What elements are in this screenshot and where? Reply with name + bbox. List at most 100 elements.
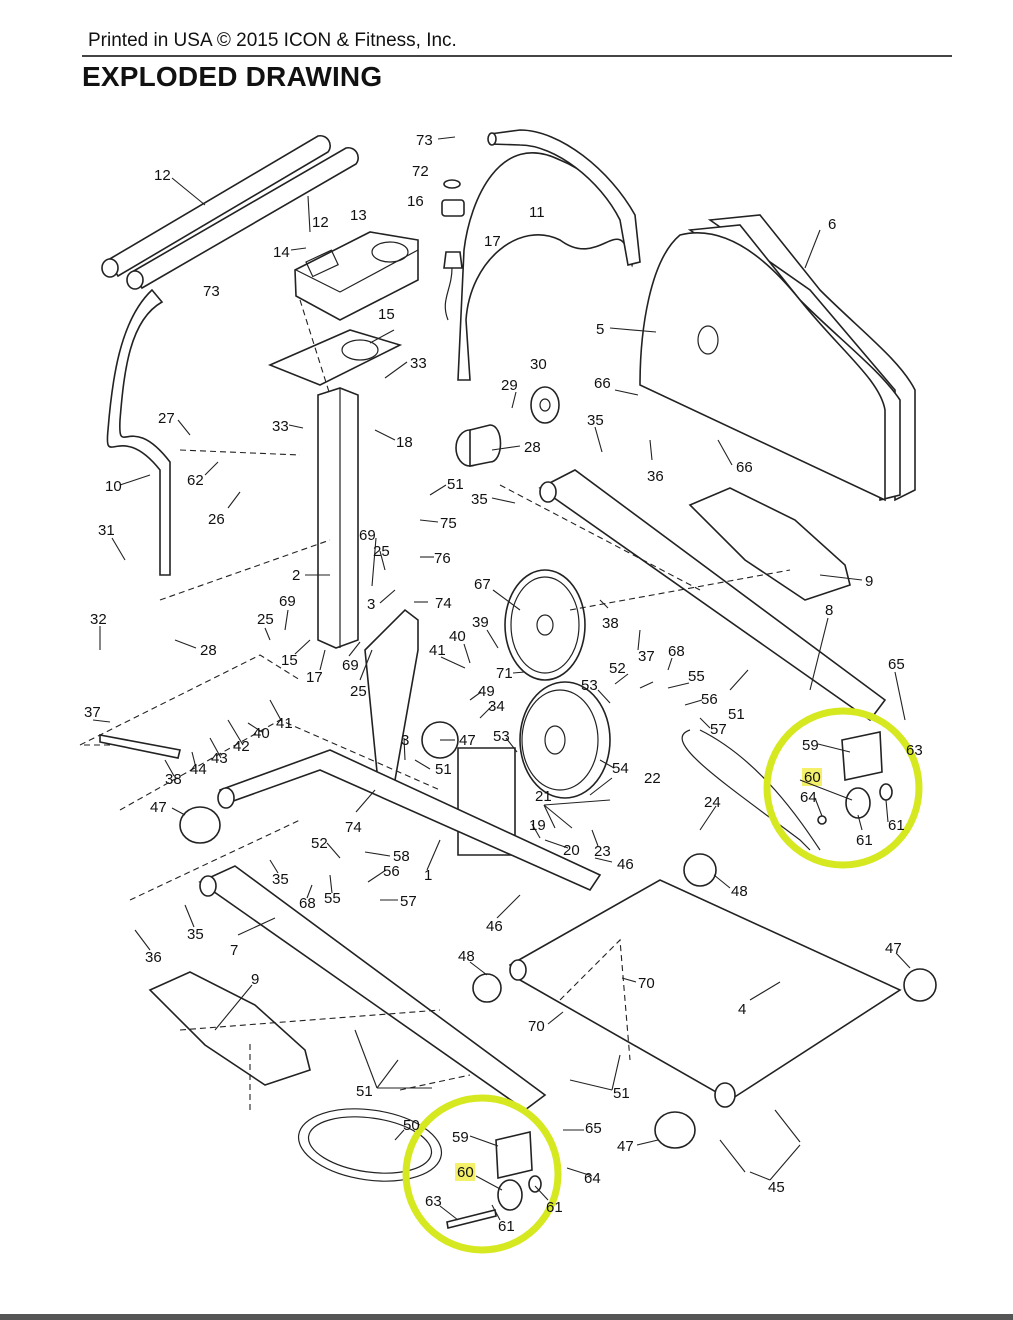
label-75: 75 — [440, 515, 457, 532]
label-55a: 55 — [688, 668, 705, 685]
label-45: 45 — [768, 1179, 785, 1196]
leader-lines — [92, 136, 911, 1221]
label-55b: 55 — [324, 890, 341, 907]
handlebar-tube-12a — [101, 134, 331, 278]
label-5: 5 — [596, 321, 604, 338]
label-10: 10 — [105, 478, 122, 495]
highlight-ring-lower — [402, 1094, 562, 1254]
label-15a: 15 — [378, 306, 395, 323]
label-69a: 69 — [359, 527, 376, 544]
label-61b: 61 — [888, 817, 905, 834]
label-2: 2 — [292, 567, 300, 584]
label-39: 39 — [472, 614, 489, 631]
roller-bracket-59b — [446, 1131, 542, 1229]
label-53b: 53 — [493, 728, 510, 745]
label-47a: 47 — [459, 732, 476, 749]
label-3a: 3 — [367, 596, 375, 613]
label-66b: 66 — [736, 459, 753, 476]
roller-47d — [654, 1111, 696, 1149]
label-60b: 60 — [457, 1164, 474, 1181]
label-41b: 41 — [276, 715, 293, 732]
roller-48 — [683, 853, 717, 887]
label-60b-highlight — [455, 1163, 475, 1181]
label-7: 7 — [230, 942, 238, 959]
label-37b: 37 — [84, 704, 101, 721]
label-28a: 28 — [524, 439, 541, 456]
label-65a: 65 — [888, 656, 905, 673]
label-57a: 57 — [710, 721, 727, 738]
label-23: 23 — [594, 843, 611, 860]
label-69b: 69 — [279, 593, 296, 610]
label-72: 72 — [412, 163, 429, 180]
label-44: 44 — [190, 761, 207, 778]
upright-tube-3 — [364, 608, 419, 783]
label-25a: 25 — [373, 543, 390, 560]
part-labels: 73 72 16 17 11 6 12 12 13 14 73 15 33 33… — [84, 132, 923, 1235]
label-51a: 51 — [447, 476, 464, 493]
label-47c: 47 — [885, 940, 902, 957]
label-56b: 56 — [383, 863, 400, 880]
console-plate-15 — [267, 329, 403, 386]
label-40a: 40 — [449, 628, 466, 645]
label-74b: 74 — [345, 819, 362, 836]
stabilizer-4 — [508, 879, 902, 1108]
frame-base — [217, 749, 602, 892]
handlebar-tube-12b — [126, 146, 359, 290]
label-31: 31 — [98, 522, 115, 539]
label-35d: 35 — [187, 926, 204, 943]
label-12b: 12 — [312, 214, 329, 231]
label-33b: 33 — [272, 418, 289, 435]
label-34: 34 — [488, 698, 505, 715]
label-59b: 59 — [452, 1129, 469, 1146]
label-17a: 17 — [484, 233, 501, 250]
label-51e: 51 — [613, 1085, 630, 1102]
label-63a: 63 — [906, 742, 923, 759]
label-35a: 35 — [587, 412, 604, 429]
label-60a-highlight — [802, 768, 822, 786]
pedal-9b — [148, 971, 311, 1086]
label-9b: 9 — [251, 971, 259, 988]
roller-47c — [903, 968, 937, 1002]
label-60a: 60 — [804, 769, 821, 786]
label-27: 27 — [158, 410, 175, 427]
page-title: EXPLODED DRAWING — [82, 61, 383, 92]
label-18: 18 — [396, 434, 413, 451]
label-70b: 70 — [528, 1018, 545, 1035]
label-13: 13 — [350, 207, 367, 224]
flywheel-67 — [504, 569, 586, 681]
label-21: 21 — [535, 788, 552, 805]
label-58: 58 — [393, 848, 410, 865]
upright-2 — [317, 387, 359, 649]
label-51c: 51 — [435, 761, 452, 778]
label-64b: 64 — [584, 1170, 601, 1187]
pulley-54 — [519, 681, 611, 799]
label-14: 14 — [273, 244, 290, 261]
label-73a: 73 — [416, 132, 433, 149]
label-1: 1 — [424, 867, 432, 884]
label-47b: 47 — [150, 799, 167, 816]
page-header: Printed in USA © 2015 ICON & Fitness, In… — [0, 0, 1013, 100]
label-59a: 59 — [802, 737, 819, 754]
label-49: 49 — [478, 683, 495, 700]
arm-8 — [538, 469, 887, 722]
label-68b: 68 — [299, 895, 316, 912]
pedal-9a — [688, 487, 851, 601]
label-61a: 61 — [856, 832, 873, 849]
label-22: 22 — [644, 770, 661, 787]
label-36b: 36 — [145, 949, 162, 966]
arm-7 — [198, 865, 547, 1111]
label-73b: 73 — [203, 283, 220, 300]
grip-16 — [441, 179, 465, 321]
label-42: 42 — [233, 738, 250, 755]
label-61d: 61 — [546, 1199, 563, 1216]
label-67: 67 — [474, 576, 491, 593]
belt-24 — [681, 729, 821, 851]
label-74a: 74 — [435, 595, 452, 612]
label-76: 76 — [434, 550, 451, 567]
label-52b: 52 — [311, 835, 328, 852]
label-71: 71 — [496, 665, 513, 682]
label-64a: 64 — [800, 789, 817, 806]
label-20: 20 — [563, 842, 580, 859]
label-50: 50 — [403, 1117, 420, 1134]
roller-47a — [179, 806, 221, 844]
